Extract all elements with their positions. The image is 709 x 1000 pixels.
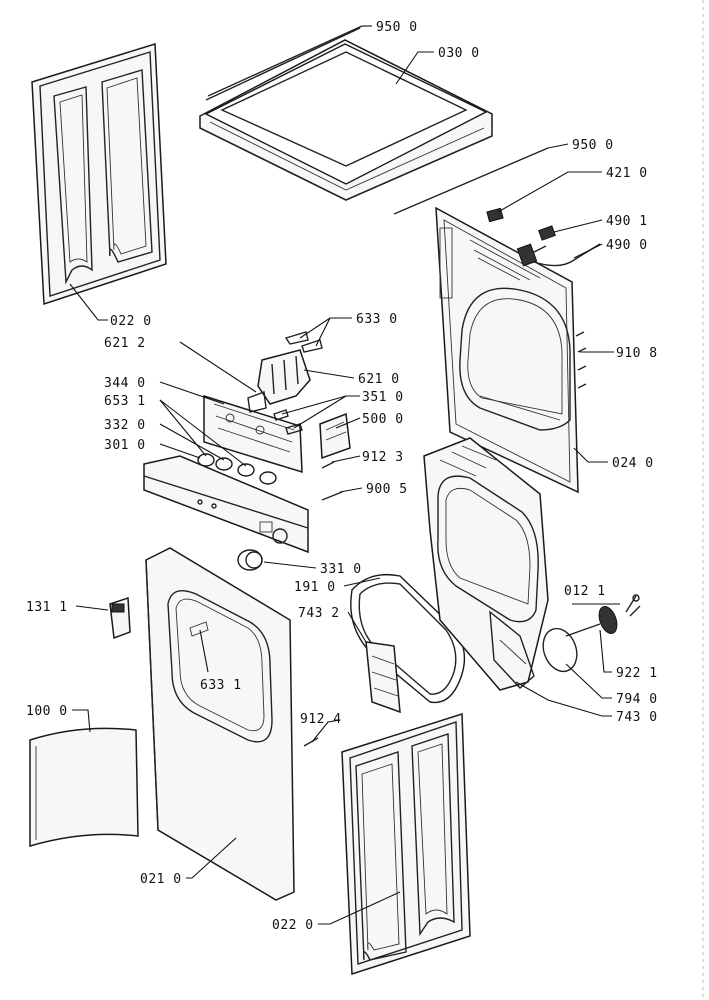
label-743-0: 743 0 bbox=[616, 710, 658, 725]
side-panel-upper bbox=[31, 42, 167, 306]
label-012-1: 012 1 bbox=[564, 584, 606, 599]
side-panel-lower bbox=[341, 712, 471, 976]
screw-912-4 bbox=[303, 737, 319, 747]
label-301-0: 301 0 bbox=[104, 438, 146, 453]
screw-900-5 bbox=[321, 491, 343, 501]
label-743-2: 743 2 bbox=[298, 606, 340, 621]
front-panel-021 bbox=[145, 547, 295, 901]
label-794-0: 794 0 bbox=[616, 692, 658, 707]
control-board-344 bbox=[203, 394, 303, 474]
label-131-1: 131 1 bbox=[26, 600, 68, 615]
label-100-0: 100 0 bbox=[26, 704, 68, 719]
label-900-5: 900 5 bbox=[366, 482, 408, 497]
hinge-131 bbox=[109, 596, 131, 640]
label-024-0: 024 0 bbox=[612, 456, 654, 471]
contacts-351 bbox=[273, 409, 303, 435]
label-950-0-top: 950 0 bbox=[376, 20, 418, 35]
label-331-0: 331 0 bbox=[320, 562, 362, 577]
label-332-0: 332 0 bbox=[104, 418, 146, 433]
door-seal-191 bbox=[350, 573, 466, 704]
label-421-0: 421 0 bbox=[606, 166, 648, 181]
seal-strip-right bbox=[393, 147, 549, 215]
label-490-1: 490 1 bbox=[606, 214, 648, 229]
label-490-0: 490 0 bbox=[606, 238, 648, 253]
label-950-0-right: 950 0 bbox=[572, 138, 614, 153]
seal-strip-upper bbox=[207, 25, 363, 97]
leader-lines bbox=[69, 25, 620, 925]
buttons-653 bbox=[197, 453, 277, 485]
label-021-0: 021 0 bbox=[140, 872, 182, 887]
label-351-0: 351 0 bbox=[362, 390, 404, 405]
control-panel-301 bbox=[143, 455, 309, 554]
label-621-0: 621 0 bbox=[358, 372, 400, 387]
label-344-0: 344 0 bbox=[104, 376, 146, 391]
label-633-0: 633 0 bbox=[356, 312, 398, 327]
label-500-0: 500 0 bbox=[362, 412, 404, 427]
fan-assembly-012 bbox=[565, 594, 641, 637]
top-lid bbox=[199, 27, 493, 201]
label-621-2: 621 2 bbox=[104, 336, 146, 351]
label-910-8: 910 8 bbox=[616, 346, 658, 361]
module-500 bbox=[319, 412, 351, 460]
mains-cable bbox=[516, 225, 601, 267]
selector-switch-621 bbox=[247, 349, 311, 413]
label-633-1: 633 1 bbox=[200, 678, 242, 693]
drum-bulkhead bbox=[423, 437, 549, 691]
label-030-0: 030 0 bbox=[438, 46, 480, 61]
label-912-4: 912 4 bbox=[300, 712, 342, 727]
knob-331 bbox=[237, 549, 263, 571]
label-022-0-lower: 022 0 bbox=[272, 918, 314, 933]
screws-910 bbox=[575, 331, 587, 389]
filter-cover-100 bbox=[29, 727, 139, 848]
ring-794 bbox=[542, 627, 578, 673]
knob-parts-633 bbox=[284, 331, 323, 353]
label-191-0: 191 0 bbox=[294, 580, 336, 595]
label-912-3: 912 3 bbox=[362, 450, 404, 465]
part-labels: 950 0 030 0 950 0 421 0 490 1 490 0 022 … bbox=[26, 20, 658, 933]
label-653-1: 653 1 bbox=[104, 394, 146, 409]
insulation-743-2 bbox=[365, 641, 401, 714]
label-922-1: 922 1 bbox=[616, 666, 658, 681]
screw-912-3 bbox=[321, 461, 335, 469]
label-022-0-upper: 022 0 bbox=[110, 314, 152, 329]
